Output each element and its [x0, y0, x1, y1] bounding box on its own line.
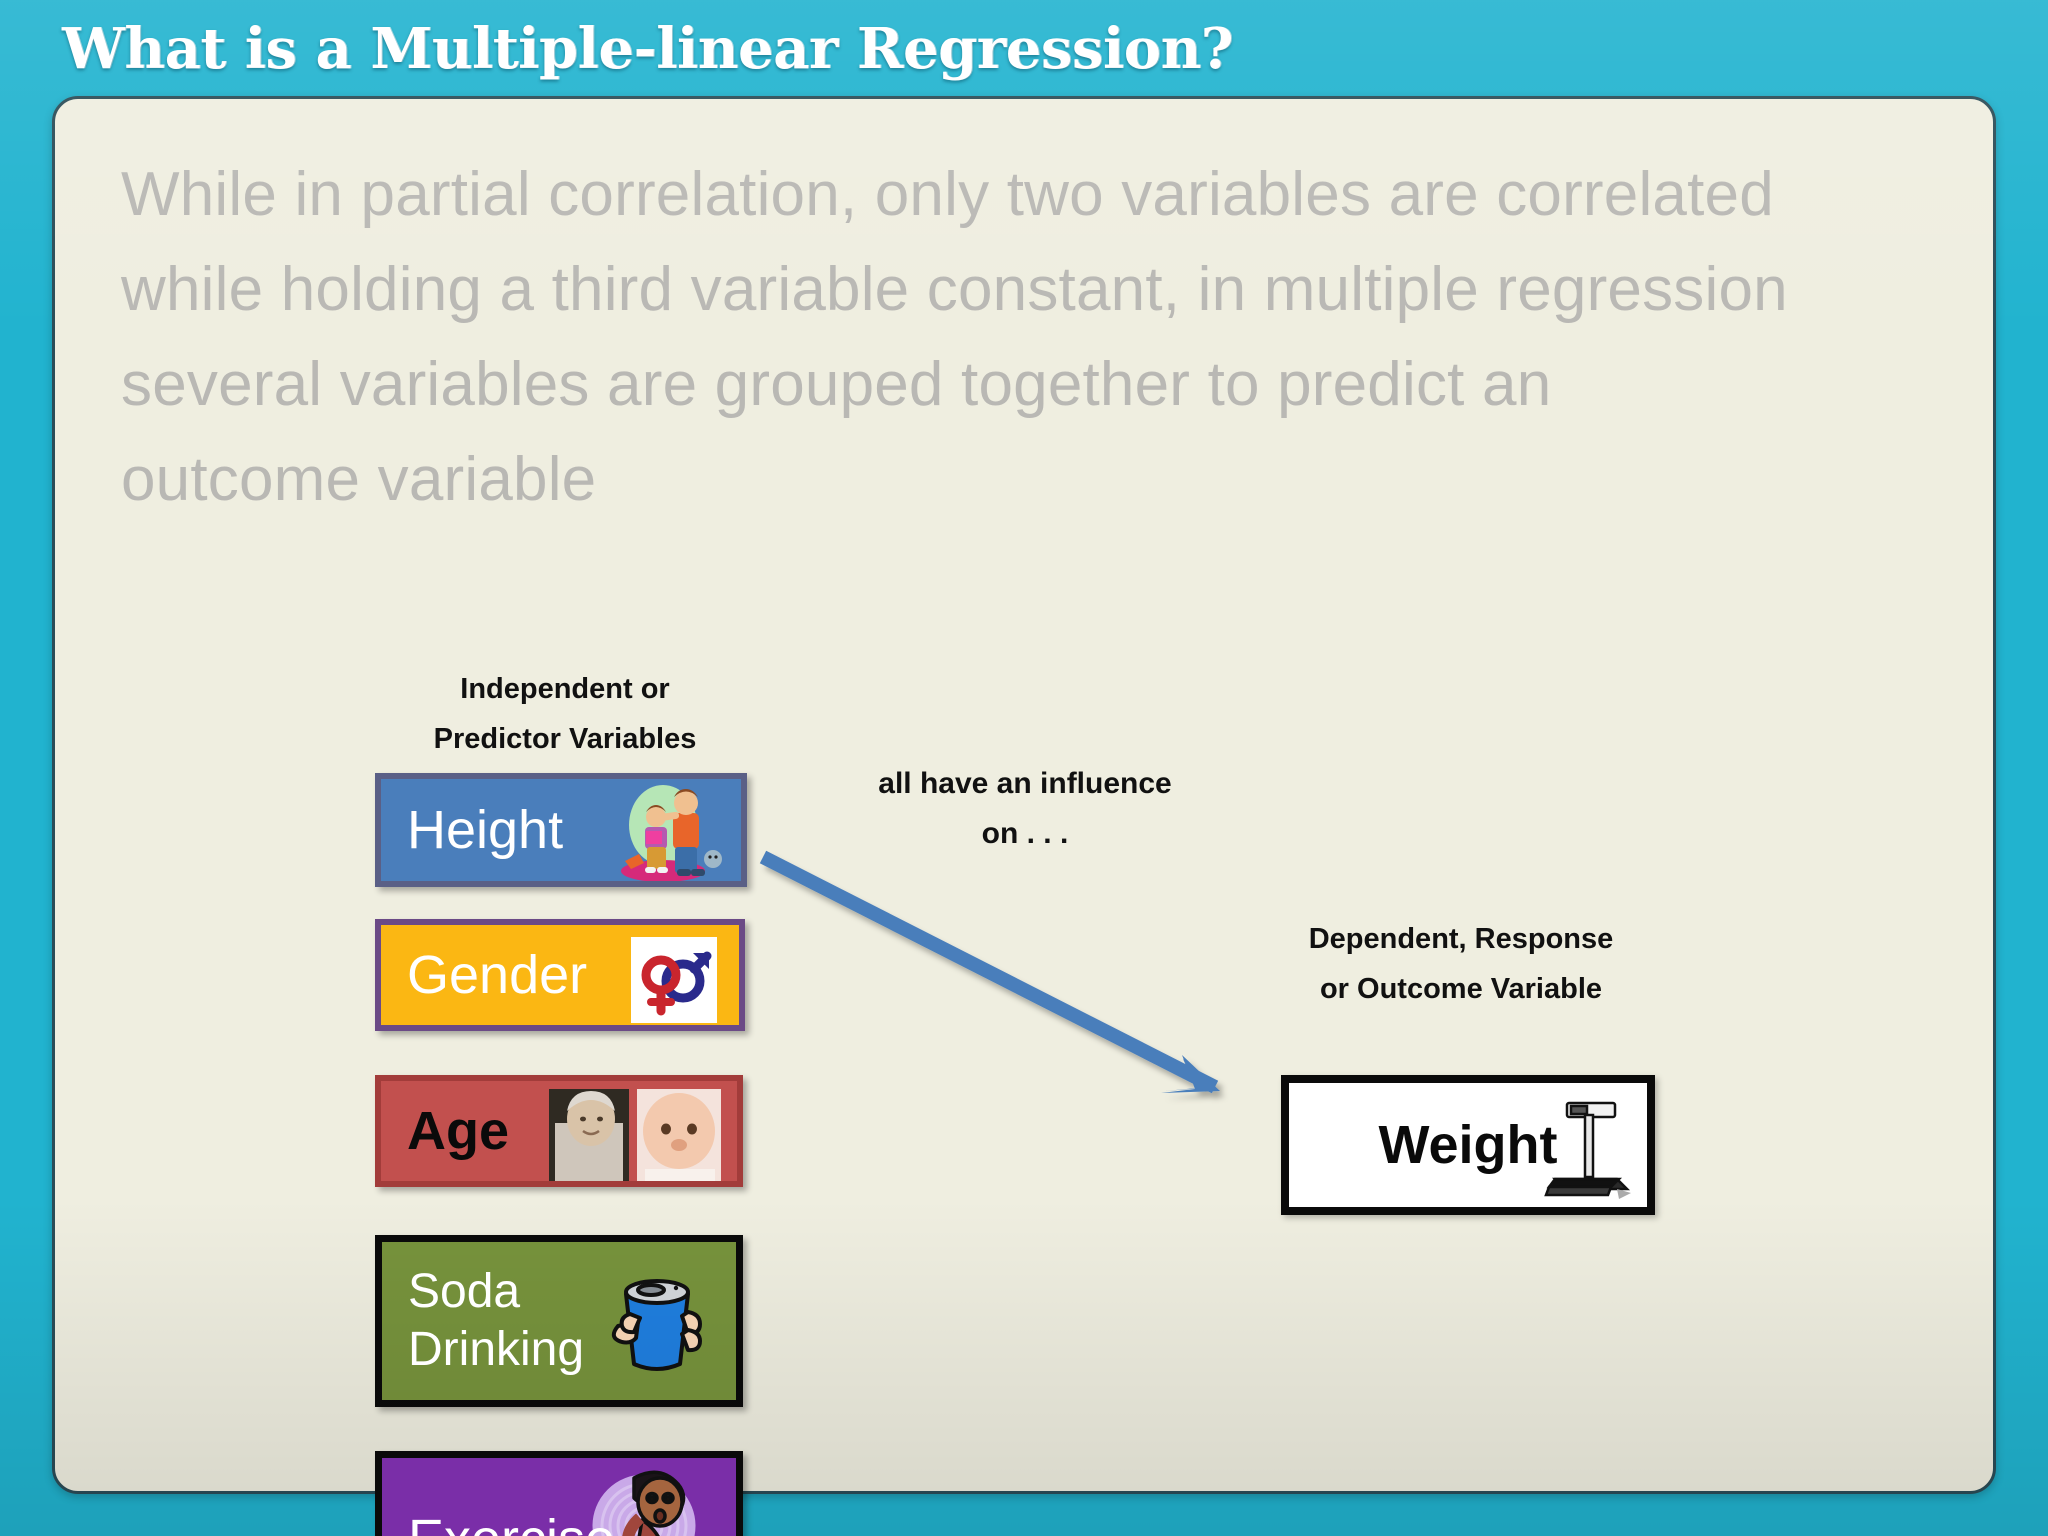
content-panel: While in partial correlation, only two v… — [52, 96, 1996, 1536]
predictor-box-soda-drinking[interactable]: Soda Drinking — [375, 1235, 743, 1407]
predictor-label-soda-drinking: Soda Drinking — [408, 1265, 585, 1376]
outcome-variable-heading: Dependent, Response or Outcome Variable — [1308, 923, 1614, 1005]
elderly-and-baby-photos — [549, 1089, 721, 1181]
predictor-box-exercise[interactable]: Exercise — [375, 1451, 743, 1536]
outcome-label-weight: Weight — [1378, 1115, 1558, 1175]
predictor-label-gender: Gender — [407, 945, 588, 1005]
predictor-label-height: Height — [407, 800, 564, 860]
soda-can-clipart — [611, 1279, 702, 1371]
predictor-box-age[interactable]: Age — [375, 1075, 743, 1187]
outcome-box-weight[interactable]: Weight — [1281, 1075, 1655, 1215]
treadmill-clipart — [592, 1470, 696, 1536]
gender-symbols-clipart — [631, 937, 717, 1023]
predictor-label-age: Age — [407, 1101, 510, 1161]
slide-title: What is a Multiple-linear Regression? — [62, 16, 1234, 82]
balance-scale-clipart — [1544, 1101, 1631, 1199]
influence-arrow — [759, 850, 1220, 1094]
predictor-label-exercise: Exercise — [382, 1509, 615, 1536]
body-paragraph: While in partial correlation, only two v… — [121, 160, 1788, 514]
predictor-variables-heading: Independent or Predictor Variables — [433, 673, 697, 755]
height-measure-clipart — [621, 785, 722, 881]
influence-label: all have an influence on . . . — [878, 767, 1172, 850]
predictor-box-height[interactable]: Height — [375, 773, 747, 887]
predictor-box-gender[interactable]: Gender — [375, 919, 745, 1031]
